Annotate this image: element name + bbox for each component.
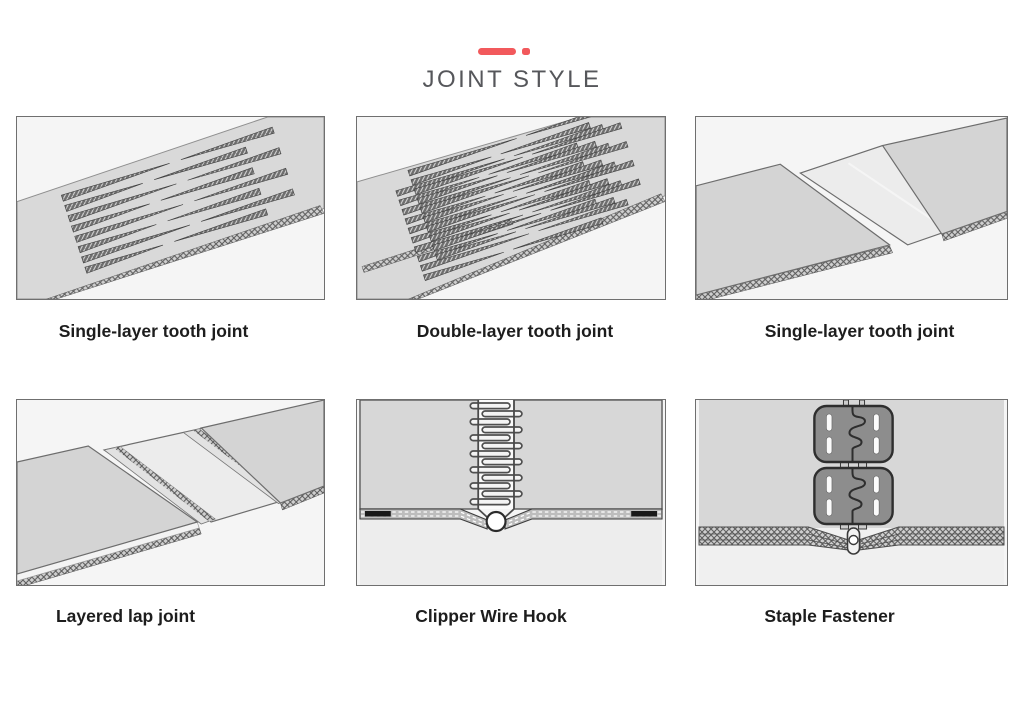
caption-double-layer-tooth-joint: Double-layer tooth joint — [416, 321, 614, 341]
panel-double-layer-tooth-joint — [356, 116, 666, 300]
layered-lap-joint-diagram — [17, 400, 324, 585]
panel-layered-lap-joint — [16, 399, 325, 586]
accent-dot — [522, 48, 530, 55]
panel-single-layer-tooth-joint-1 — [16, 116, 325, 300]
caption-staple-fastener: Staple Fastener — [764, 606, 895, 626]
caption-clipper-wire-hook: Clipper Wire Hook — [415, 606, 567, 626]
panel-staple-fastener — [695, 399, 1008, 586]
staple-fastener-diagram — [698, 400, 1005, 585]
page-title: JOINT STYLE — [422, 66, 602, 93]
clipper-wire-hook-diagram — [359, 400, 663, 585]
panel-clipper-wire-hook — [356, 399, 666, 586]
double-layer-tooth-joint-diagram — [357, 117, 665, 299]
caption-layered-lap-joint: Layered lap joint — [55, 606, 196, 626]
caption-single-layer-tooth-joint-1: Single-layer tooth joint — [58, 321, 249, 341]
accent-dash — [478, 48, 516, 55]
skived-lap-joint-diagram — [696, 117, 1007, 299]
single-layer-tooth-joint-diagram — [17, 117, 324, 299]
caption-single-layer-tooth-joint-2: Single-layer tooth joint — [764, 321, 955, 341]
panel-single-layer-tooth-joint-2 — [695, 116, 1008, 300]
